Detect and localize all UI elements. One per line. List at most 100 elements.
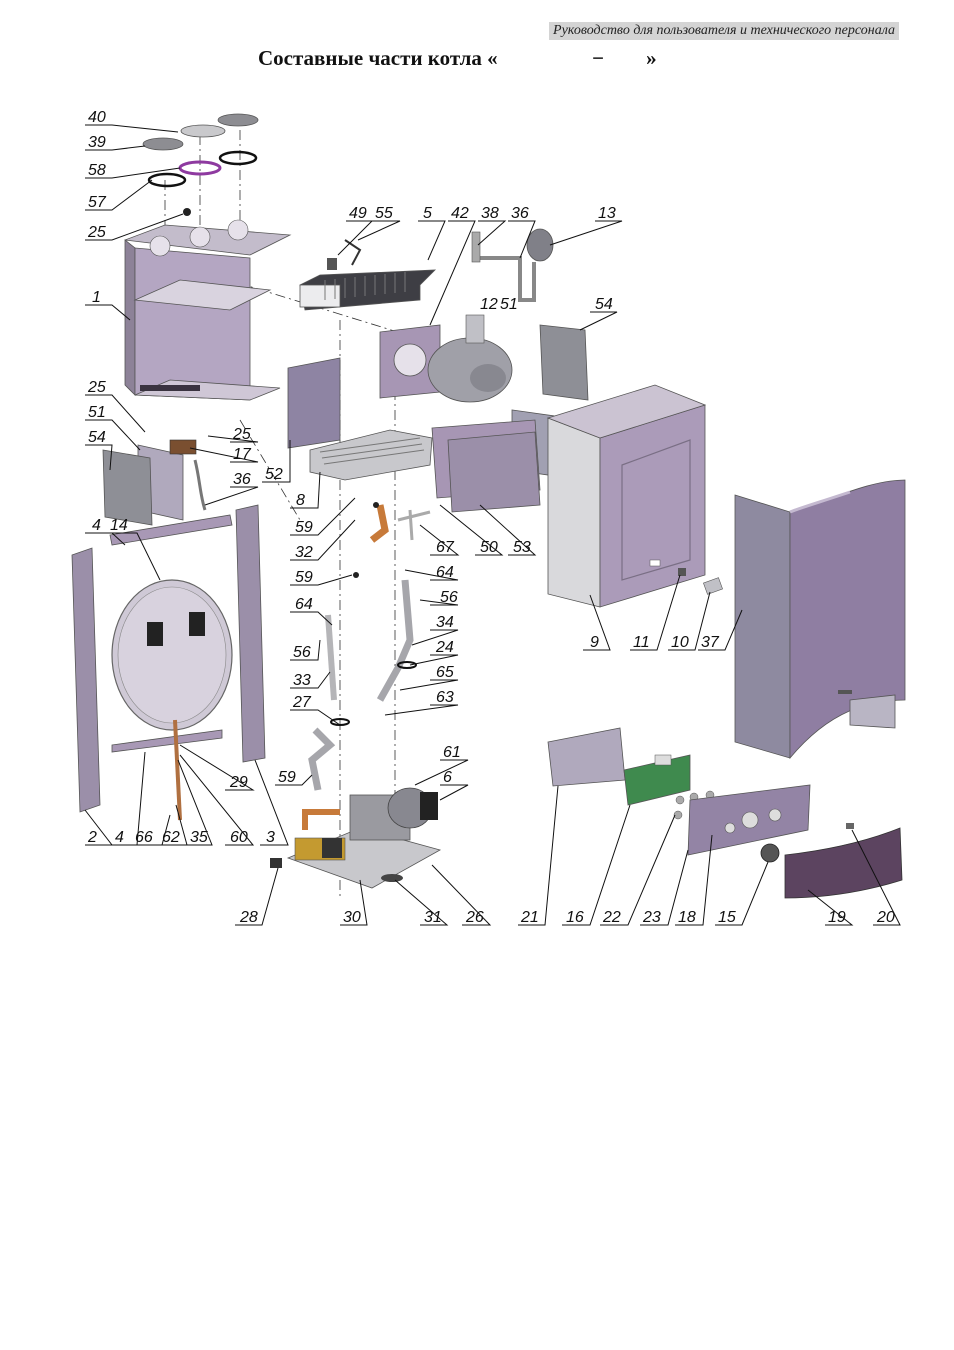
hydraulic-group [270, 787, 442, 889]
valve-28 [270, 858, 282, 868]
flue-rings [142, 113, 259, 216]
part-label: 61 [443, 744, 461, 761]
part-label: 4 [115, 829, 124, 846]
part-label: 54 [595, 296, 613, 313]
tube-36-left [193, 459, 207, 511]
part-label: 30 [343, 909, 361, 926]
part-label: 26 [465, 909, 484, 926]
part-label: 19 [828, 909, 846, 926]
gasket-right [218, 150, 258, 166]
knob-15 [760, 843, 780, 863]
part-label: 20 [876, 909, 895, 926]
part-label: 12 [480, 296, 498, 313]
expansion-vessel [109, 514, 233, 821]
part-labels: 40 39 58 57 25 1 25 51 54 25 17 36 52 8 … [87, 109, 895, 926]
part-label: 13 [598, 205, 616, 222]
part-label: 33 [293, 672, 311, 689]
part-label: 56 [293, 644, 311, 661]
part-label: 59 [295, 519, 313, 536]
page-title: Составные части котла « − » [258, 46, 657, 70]
part-label: 51 [88, 404, 106, 421]
part-label: 15 [718, 909, 736, 926]
latch-10 [703, 577, 723, 595]
panel-53 [447, 431, 541, 513]
plug-25-top [183, 208, 191, 216]
part-label: 42 [451, 205, 469, 222]
part-label: 66 [135, 829, 153, 846]
part-label: 67 [436, 539, 455, 556]
part-label: 25 [87, 224, 106, 241]
panel-54-left [102, 449, 153, 526]
leader-lines [84, 124, 901, 926]
part-label: 39 [88, 134, 106, 151]
electrode-block-17 [169, 439, 197, 455]
part-label: 54 [88, 429, 106, 446]
rail-2 [71, 547, 101, 813]
part-label: 53 [513, 539, 531, 556]
flue-cap-39 [142, 137, 184, 151]
part-label: 24 [435, 639, 454, 656]
part-label: 35 [190, 829, 208, 846]
panel-52 [287, 357, 341, 449]
part-label: 55 [375, 205, 393, 222]
panel-54-top [539, 324, 589, 401]
part-label: 57 [88, 194, 107, 211]
part-label: 60 [230, 829, 248, 846]
part-label: 63 [436, 689, 454, 706]
part-label: 22 [602, 909, 621, 926]
part-label: 2 [87, 829, 97, 846]
part-label: 59 [278, 769, 296, 786]
sensor-49 [327, 258, 337, 270]
header-note: Руководство для пользователя и техническ… [549, 22, 899, 40]
part-label: 25 [232, 426, 251, 443]
rail-3 [235, 504, 266, 763]
front-panel [734, 479, 906, 760]
control-box-21 [547, 727, 626, 787]
part-label: 27 [292, 694, 312, 711]
part-label: 29 [229, 774, 248, 791]
part-label: 62 [162, 829, 180, 846]
part-label: 52 [265, 466, 283, 483]
casing [546, 384, 723, 608]
part-label: 59 [295, 569, 313, 586]
fan-assembly [379, 314, 513, 403]
part-label: 21 [520, 909, 539, 926]
part-label: 36 [233, 471, 251, 488]
part-label: 1 [92, 289, 101, 306]
part-label: 65 [436, 664, 454, 681]
part-label: 32 [295, 544, 313, 561]
part-label: 23 [642, 909, 661, 926]
main-frame [124, 219, 292, 401]
part-label: 9 [590, 634, 599, 651]
part-label: 37 [701, 634, 720, 651]
clip-55 [344, 239, 362, 266]
part-label: 38 [481, 205, 499, 222]
gasket-57 [147, 172, 187, 188]
part-label: 17 [233, 446, 252, 463]
burner [309, 429, 433, 481]
pipes [308, 502, 431, 791]
door-19 [784, 827, 903, 899]
flue-cap-right [217, 113, 259, 127]
part-label: 51 [500, 296, 518, 313]
part-label: 31 [424, 909, 442, 926]
part-label: 16 [566, 909, 584, 926]
pressure-switch [471, 228, 554, 302]
part-label: 34 [436, 614, 454, 631]
part-label: 56 [440, 589, 458, 606]
part-label: 3 [266, 829, 275, 846]
part-label: 36 [511, 205, 529, 222]
flue-ring-40 [180, 124, 226, 138]
magnet-20 [846, 823, 854, 829]
part-label: 25 [87, 379, 106, 396]
part-label: 8 [296, 492, 305, 509]
part-label: 40 [88, 109, 106, 126]
part-label: 28 [239, 909, 258, 926]
part-label: 5 [423, 205, 432, 222]
part-label: 49 [349, 205, 367, 222]
part-label: 6 [443, 769, 452, 786]
part-label: 10 [671, 634, 689, 651]
part-label: 4 [92, 517, 101, 534]
part-label: 11 [633, 634, 650, 651]
